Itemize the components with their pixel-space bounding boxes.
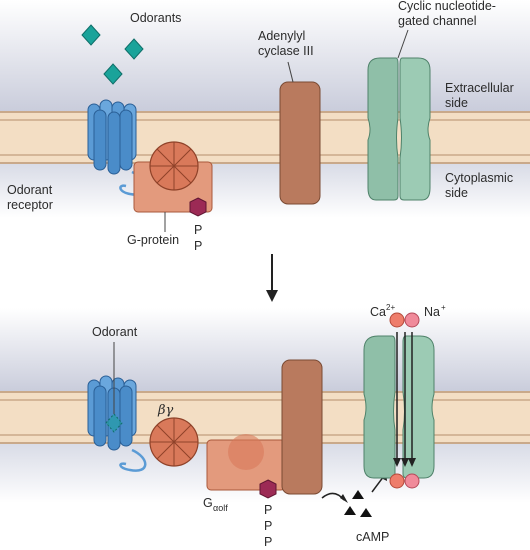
calcium-ion-icon [389, 312, 405, 328]
extracellular-label-line2: side [445, 96, 468, 110]
cytoplasmic-label-line1: Cytoplasmic [445, 171, 513, 185]
membrane-top [0, 111, 530, 164]
ion-flow-arrows [396, 332, 413, 460]
odorant-diamond-icon [81, 24, 101, 46]
adenylyl-label-line2: cyclase III [258, 44, 314, 58]
g-protein-top [133, 141, 213, 232]
gtp-hexagon-icon [259, 479, 277, 499]
odorant-molecules [81, 24, 144, 85]
sodium-label: Na [424, 305, 440, 319]
odorant-receptor-top [87, 99, 147, 196]
bottom-panel: Odorant βγ G αolf P P P [0, 303, 530, 549]
camp-molecules [344, 490, 372, 517]
extracellular-label-line1: Extracellular [445, 81, 514, 95]
sodium-ion-icon [404, 312, 420, 328]
calcium-ion-icon [389, 473, 405, 489]
calcium-charge: 2+ [386, 303, 395, 312]
arrow-down-icon [266, 290, 278, 302]
arrow-head-icon [340, 494, 348, 503]
arrow-down-icon [408, 458, 416, 467]
arrow-down-icon [393, 458, 401, 467]
membrane-bottom [0, 391, 530, 444]
phosphate-label: P [264, 535, 272, 549]
receptor-label-line2: receptor [7, 198, 53, 212]
cng-channel-bottom [363, 335, 435, 479]
channel-label-line1: Cyclic nucleotide- [398, 0, 496, 13]
camp-triangle-icon [344, 506, 356, 515]
top-panel: Odorants Odorant receptor [0, 0, 530, 253]
g-alpha-subscript: αolf [213, 503, 228, 513]
g-protein-label: G-protein [127, 233, 179, 247]
phosphate-label: P [264, 503, 272, 517]
beta-gamma-label: βγ [157, 403, 174, 418]
odorants-label: Odorants [130, 11, 181, 25]
g-alpha-olf [206, 434, 286, 499]
calcium-label: Ca [370, 305, 386, 319]
adenylyl-cyclase-bottom [281, 359, 323, 495]
channel-label-line2: gated channel [398, 14, 477, 28]
receptor-label-line1: Odorant [7, 183, 53, 197]
cytoplasmic-region [0, 163, 530, 218]
cytoplasmic-label-line2: side [445, 186, 468, 200]
gdp-hexagon-icon [189, 197, 207, 217]
phosphate-label: P [194, 223, 202, 237]
cng-channel-top [367, 57, 431, 201]
camp-triangle-icon [352, 490, 364, 499]
sodium-charge: + [441, 303, 446, 312]
extracellular-region [0, 308, 530, 392]
odorant-receptor-bottom [87, 342, 147, 472]
extracellular-region [0, 0, 530, 112]
g-alpha-label: G [203, 496, 213, 510]
sodium-ion-icon [404, 473, 420, 489]
camp-triangle-icon [360, 508, 372, 517]
odorant-diamond-icon [103, 63, 123, 85]
phosphate-label: P [264, 519, 272, 533]
odorant-diamond-icon [124, 38, 144, 60]
adenylyl-cyclase-top [279, 81, 321, 205]
odorant-label: Odorant [92, 325, 138, 339]
camp-label: cAMP [356, 530, 389, 544]
arrow-down-icon [401, 458, 409, 467]
bound-odorant-diamond-icon [105, 413, 123, 433]
adenylyl-label-line1: Adenylyl [258, 29, 305, 43]
phosphate-label: P [194, 239, 202, 253]
transition-arrow [266, 254, 278, 302]
beta-gamma-subunit [149, 417, 199, 467]
